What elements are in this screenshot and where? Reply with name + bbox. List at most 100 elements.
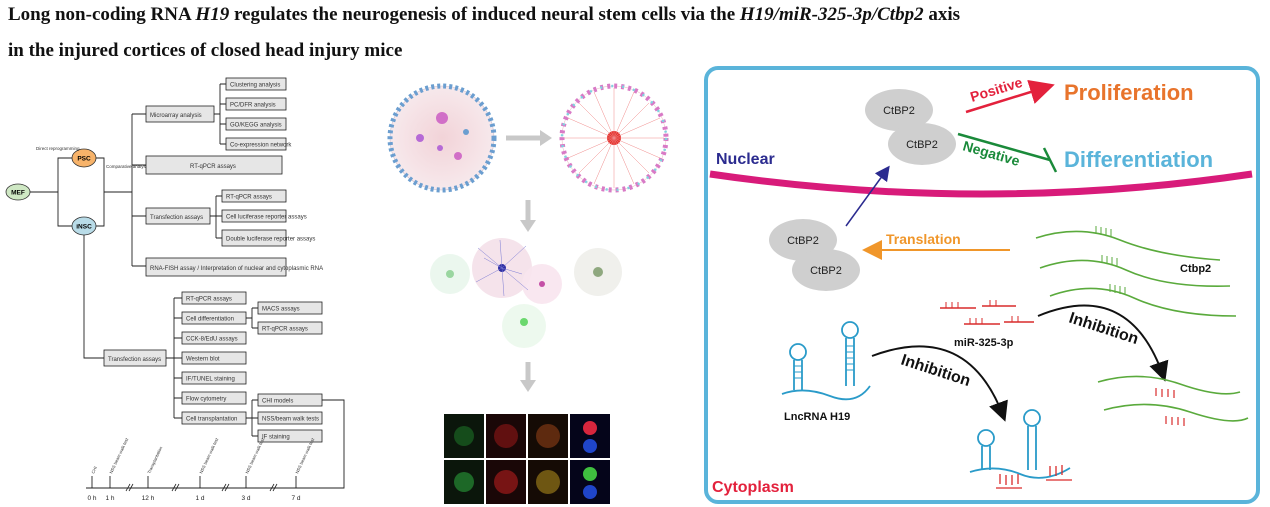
timeline-tick-labels: 0 h 1 h 12 h 1 d 3 d 7 d: [87, 495, 300, 502]
svg-text:Transfection assays: Transfection assays: [108, 357, 161, 363]
differentiation-label: Differentiation: [1064, 147, 1213, 172]
bottom-branch-connector: [166, 297, 182, 419]
svg-text:Double luciferase reporter ass: Double luciferase reporter assays: [226, 237, 315, 243]
nuclear-membrane: [709, 170, 1253, 198]
svg-text:NSS beam walk test: NSS beam walk test: [198, 437, 219, 475]
svg-text:IF staining: IF staining: [262, 435, 290, 441]
mechanism-frame: [704, 66, 1260, 504]
cerna-network: [430, 238, 622, 348]
svg-text:12 h: 12 h: [142, 495, 155, 502]
svg-text:NSS beam walk test: NSS beam walk test: [244, 437, 265, 475]
svg-text:7 d: 7 d: [291, 495, 300, 502]
lncrna-h19-bound: [969, 409, 1071, 479]
cell-diff-box: Cell differentiation: [181, 311, 247, 325]
transfection-children-connector: [210, 195, 222, 239]
svg-text:Flow cytometry: Flow cytometry: [186, 397, 226, 403]
b-rtqpcr-box: RT-qPCR assays: [181, 291, 247, 305]
ctbp2-label: CtBP2: [787, 235, 819, 247]
svg-text:RT-qPCR assays: RT-qPCR assays: [186, 297, 232, 303]
title-text: Long non-coding RNA: [8, 4, 196, 25]
arrow-right-1-head: [540, 130, 552, 146]
double-luciferase-box: Double luciferase reporter assays: [221, 229, 315, 247]
coexpression-network-1: [387, 83, 497, 193]
diff-rtqpcr-box: RT-qPCR assays: [257, 321, 323, 335]
title-text: axis: [923, 4, 961, 25]
luciferase-box: Cell luciferase reporter assays: [221, 209, 307, 223]
cck8-box: CCK-8/EdU assays: [181, 331, 247, 345]
svg-text:Cell transplantation: Cell transplantation: [186, 417, 237, 423]
ctbp2-mrna-bound: [1097, 375, 1249, 422]
ctbp2-protein-cyto-2: [792, 249, 860, 291]
immunofluorescence-grid: [436, 410, 616, 506]
insc-down-connector: [83, 235, 104, 359]
reprogramming-connector: [30, 157, 72, 227]
if-tunel-box: IF/TUNEL staining: [181, 371, 247, 385]
tr-rtqpcr-box: RT-qPCR assays: [221, 189, 287, 203]
ctbp2-protein-nuclear-1: [865, 89, 933, 131]
ctbp2-label: CtBP2: [810, 265, 842, 277]
svg-text:1 h: 1 h: [105, 495, 114, 502]
svg-text:PC/DFR analysis: PC/DFR analysis: [230, 103, 276, 109]
transfection-top-box: Transfection assays: [145, 207, 211, 225]
title-axis: H19/miR-325-3p/Ctbp2: [739, 4, 924, 25]
svg-text:Co-expression network: Co-expression network: [230, 143, 292, 149]
svg-text:CCK-8/EdU assays: CCK-8/EdU assays: [186, 337, 238, 343]
negative-line: [957, 132, 1051, 162]
transplant-box: Cell transplantation: [181, 411, 247, 425]
svg-text:RNA-FISH assay / Interpretatio: RNA-FISH assay / Interpretation of nucle…: [150, 266, 323, 272]
nuclear-import-arrow: [845, 165, 890, 227]
svg-text:Transfection assays: Transfection assays: [150, 215, 203, 221]
inhibition-arrow-1: [871, 345, 1008, 422]
nss-box: NSS/beam walk tests: [257, 411, 323, 425]
transplant-children-connector: [246, 399, 258, 437]
ctbp2-label: CtBP2: [883, 105, 915, 117]
insc-label: iNSC: [76, 224, 92, 231]
svg-text:Clustering analysis: Clustering analysis: [230, 83, 280, 89]
mirna-label: miR-325-3p: [954, 337, 1014, 349]
diff-children-connector: [246, 307, 258, 329]
svg-text:Western blot: Western blot: [186, 357, 220, 363]
svg-text:3 d: 3 d: [241, 495, 250, 502]
clustering-box: Clustering analysis: [225, 77, 287, 91]
arrow-down-1-head: [520, 220, 536, 232]
inhibition-arrow-2: [1037, 304, 1169, 382]
svg-text:Microarray analysis: Microarray analysis: [150, 113, 202, 119]
svg-text:Transplantation: Transplantation: [146, 445, 163, 474]
microarray-children-connector: [214, 83, 226, 145]
mirna-bound-h19: [996, 465, 1072, 489]
svg-text:GO/KEGG analysis: GO/KEGG analysis: [230, 123, 282, 129]
timeline-connector: [314, 399, 345, 489]
flow-box: Flow cytometry: [181, 391, 247, 405]
ctbp2-mrna-group: [1035, 226, 1237, 317]
figure-title-line2: in the injured cortices of closed head i…: [8, 40, 402, 62]
network-analysis-panel: [387, 83, 669, 506]
svg-text:IF/TUNEL staining: IF/TUNEL staining: [186, 377, 235, 383]
svg-text:CHI: CHI: [90, 466, 98, 475]
workflow-flowchart: MEF PSC iNSC Direct reprogramming Compar…: [5, 77, 345, 502]
lncrna-h19-structure: [781, 321, 871, 401]
svg-text:RT-qPCR assays: RT-qPCR assays: [262, 327, 308, 333]
title-text: regulates the neurogenesis of induced ne…: [229, 4, 740, 25]
mirna-group: [940, 300, 1034, 325]
chi-box: CHI models: [257, 393, 323, 407]
microarray-box: Microarray analysis: [145, 105, 215, 123]
svg-text:CHI models: CHI models: [262, 399, 293, 405]
mef-label: MEF: [11, 190, 25, 197]
coexpression-box: Co-expression network: [225, 137, 292, 151]
svg-text:0 h: 0 h: [87, 495, 96, 502]
svg-text:MACS assays: MACS assays: [262, 307, 300, 313]
comparison-label: Comparative analysis: [106, 164, 150, 169]
title-text: in the injured cortices of closed head i…: [8, 40, 403, 61]
svg-text:1 d: 1 d: [195, 495, 204, 502]
ctbp2-mrna-label: Ctbp2: [1180, 263, 1211, 275]
svg-text:RT-qPCR assays: RT-qPCR assays: [190, 164, 236, 170]
svg-text:Cell luciferase reporter assay: Cell luciferase reporter assays: [226, 215, 307, 221]
rtqpcr-box: RT-qPCR assays: [145, 155, 283, 175]
reprogramming-label: Direct reprogramming: [36, 146, 80, 151]
transfection-bottom-box: Transfection assays: [103, 349, 167, 367]
western-box: Western blot: [181, 351, 247, 365]
positive-arrow: [965, 79, 1055, 114]
nuclear-label: Nuclear: [716, 151, 775, 168]
ctbp2-label: CtBP2: [906, 139, 938, 151]
arrow-down-2-head: [520, 380, 536, 392]
